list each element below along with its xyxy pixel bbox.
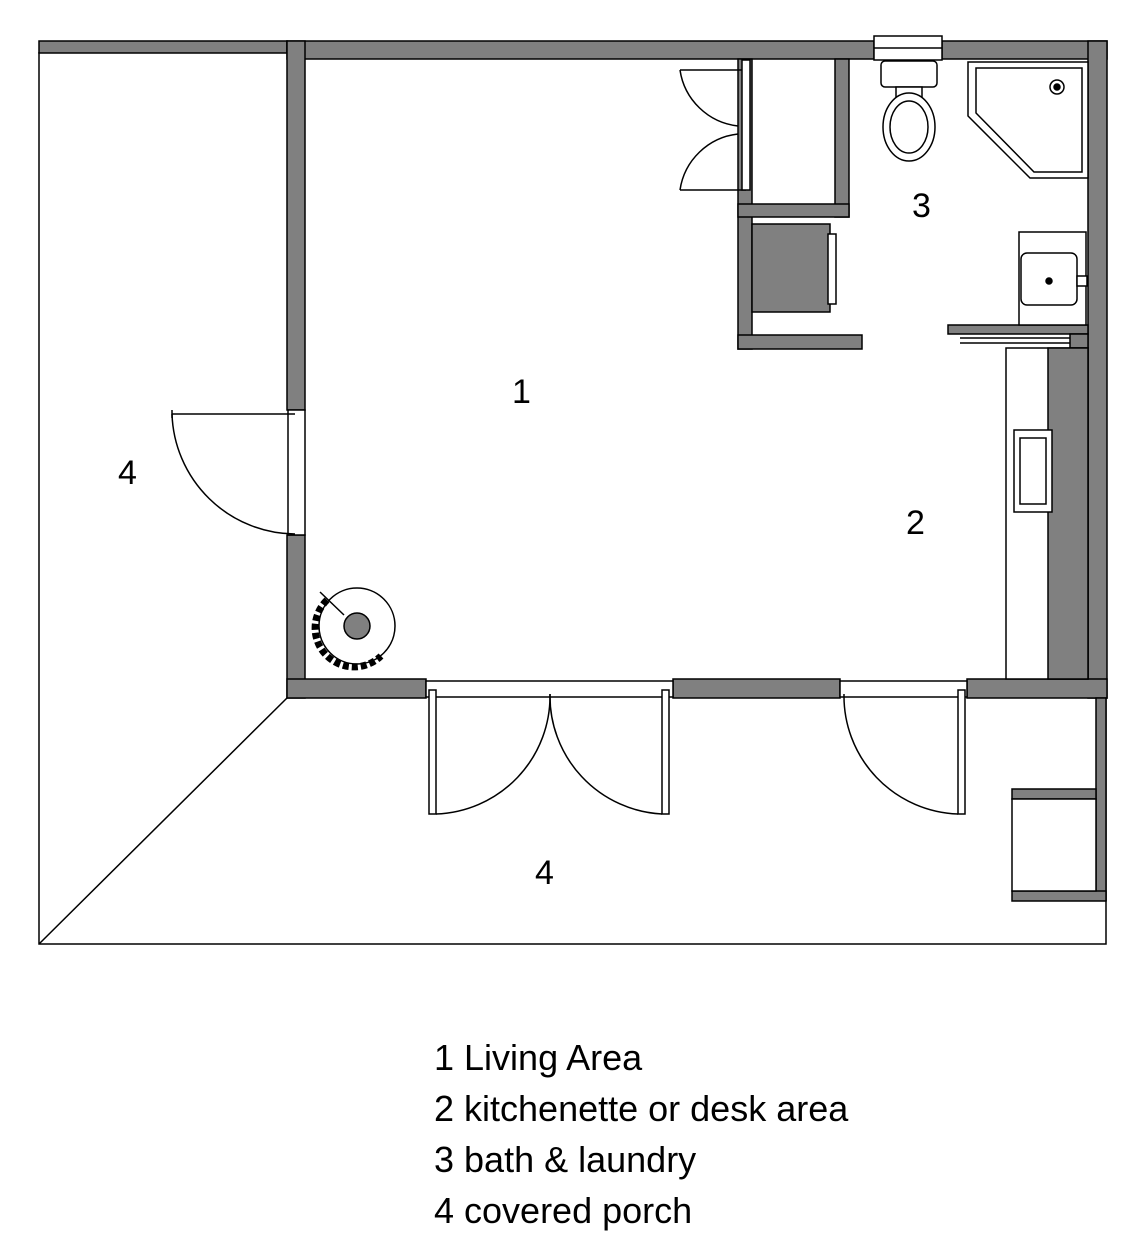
kitchenette-counter — [1005, 347, 1089, 680]
porch-storage — [1011, 697, 1107, 902]
room-number-porch-left: 4 — [118, 454, 137, 492]
sink-icon — [1018, 231, 1088, 326]
stove-icon — [1013, 429, 1053, 513]
room-number-kitchenette: 2 — [906, 504, 925, 542]
shower-icon — [967, 61, 1089, 179]
legend-item-living: 1 Living Area — [434, 1037, 643, 1078]
single-door — [839, 680, 968, 815]
legend-item-kitchenette: 2 kitchenette or desk area — [434, 1088, 849, 1129]
closet-doors — [679, 59, 751, 191]
double-door — [425, 680, 674, 815]
exterior-walls — [286, 40, 1108, 699]
legend-item-bath: 3 bath & laundry — [434, 1139, 697, 1180]
bath-door — [960, 337, 1070, 344]
porch-outline — [38, 52, 1107, 945]
door-swing-icon — [171, 409, 306, 536]
room-number-bath: 3 — [912, 187, 931, 225]
legend: 1 Living Area 2 kitchenette or desk area… — [434, 1032, 848, 1236]
washer-icon — [751, 223, 837, 313]
toilet-icon — [880, 60, 938, 162]
legend-item-porch: 4 covered porch — [434, 1190, 693, 1231]
wood-stove-icon — [311, 587, 396, 671]
window — [873, 35, 943, 61]
porch-beam — [38, 40, 288, 54]
room-number-living: 1 — [512, 373, 531, 411]
room-number-porch-bottom: 4 — [535, 854, 554, 892]
